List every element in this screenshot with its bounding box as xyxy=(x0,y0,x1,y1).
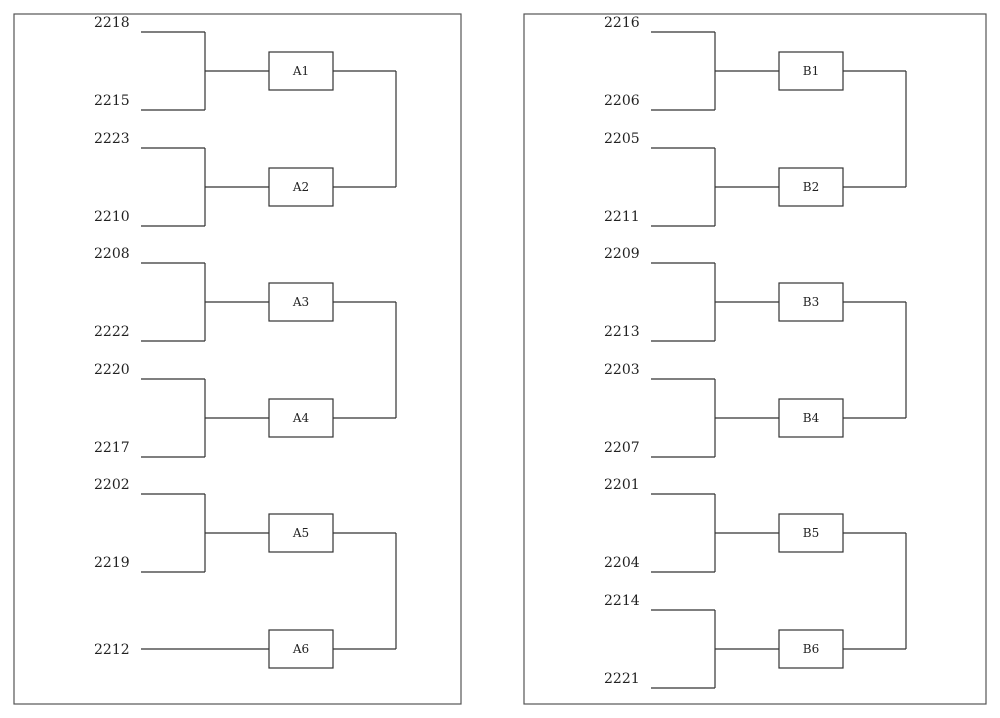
terminal-label: 2220 xyxy=(94,362,130,378)
function-box-label: A2 xyxy=(292,180,309,194)
function-box xyxy=(268,398,334,438)
terminal-label: 2202 xyxy=(94,477,130,493)
function-box xyxy=(778,513,844,553)
function-box-label: A6 xyxy=(292,642,309,656)
function-box-label: B5 xyxy=(803,526,819,540)
function-box xyxy=(778,629,844,669)
function-box xyxy=(778,398,844,438)
terminal-label: 2211 xyxy=(604,209,640,225)
terminal-label: 2218 xyxy=(94,15,130,31)
function-box xyxy=(778,51,844,91)
terminal-label: 2210 xyxy=(94,209,130,225)
function-box-label: B1 xyxy=(803,64,819,78)
function-box xyxy=(268,282,334,322)
function-box xyxy=(778,167,844,207)
terminal-label: 2222 xyxy=(94,324,130,340)
terminal-label: 2206 xyxy=(604,93,640,109)
terminal-label: 2217 xyxy=(94,440,130,456)
panel-frame-1 xyxy=(13,13,462,705)
connector-lines xyxy=(141,31,907,689)
function-box-label: A4 xyxy=(292,411,310,425)
function-box-label: B4 xyxy=(803,411,820,425)
panel-frames xyxy=(13,13,987,705)
function-box xyxy=(268,513,334,553)
function-box-label: B6 xyxy=(803,642,819,656)
function-box-label: B3 xyxy=(803,295,819,309)
terminal-label: 2215 xyxy=(94,93,130,109)
function-box-label: A5 xyxy=(292,526,309,540)
function-box xyxy=(268,629,334,669)
terminal-label: 2213 xyxy=(604,324,640,340)
terminal-label: 2203 xyxy=(604,362,640,378)
terminal-label: 2207 xyxy=(604,440,640,456)
terminal-label: 2201 xyxy=(604,477,640,493)
function-box-label: A3 xyxy=(292,295,309,309)
function-box-label: B2 xyxy=(803,180,819,194)
terminal-labels: 2218 2215 A1 2223 2210 A2 2208 2222 A3 2220 2217 A4… xyxy=(94,15,820,687)
terminal-label: 2216 xyxy=(604,15,640,31)
terminal-label: 2219 xyxy=(94,555,130,571)
terminal-label: 2221 xyxy=(604,671,640,687)
panel-frame-2 xyxy=(523,13,987,705)
terminal-label: 2214 xyxy=(604,593,640,609)
terminal-label: 2212 xyxy=(94,642,130,658)
function-boxes xyxy=(268,51,844,669)
terminal-label: 2223 xyxy=(94,131,130,147)
terminal-label: 2208 xyxy=(94,246,130,262)
function-box xyxy=(778,282,844,322)
terminal-label: 2209 xyxy=(604,246,640,262)
function-box-label: A1 xyxy=(292,64,309,78)
function-box xyxy=(268,167,334,207)
terminal-label: 2204 xyxy=(604,555,640,571)
function-box xyxy=(268,51,334,91)
terminal-label: 2205 xyxy=(604,131,640,147)
